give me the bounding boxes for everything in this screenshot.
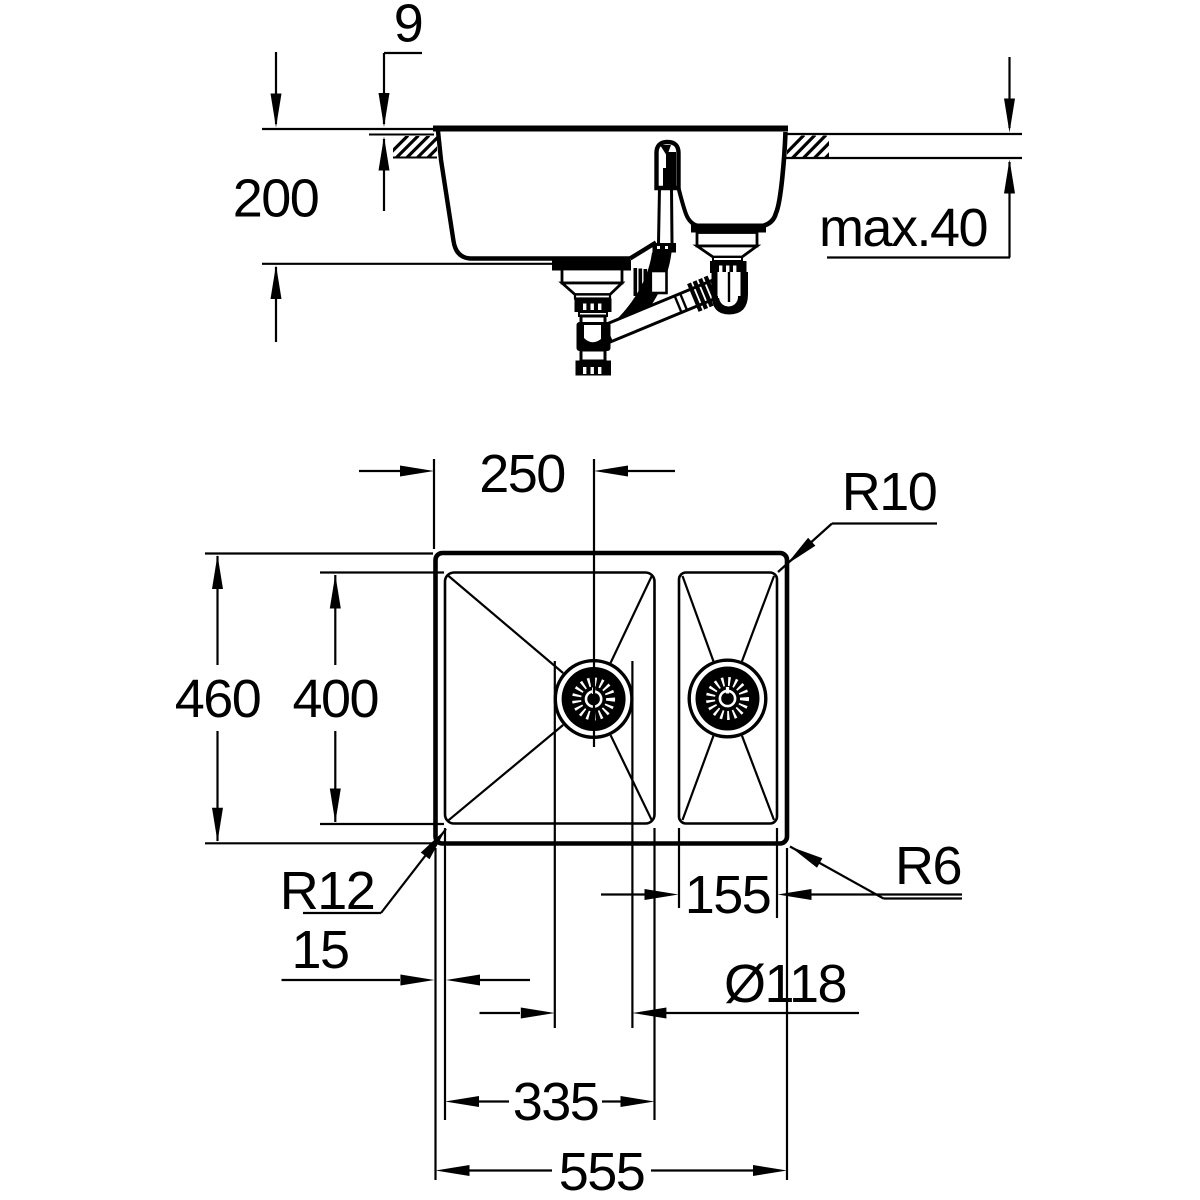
svg-text:460: 460 <box>175 669 261 729</box>
svg-text:R12: R12 <box>280 861 375 921</box>
svg-text:15: 15 <box>291 920 348 980</box>
svg-text:400: 400 <box>292 669 378 729</box>
svg-text:Ø118: Ø118 <box>724 954 846 1014</box>
svg-text:250: 250 <box>479 444 565 504</box>
svg-text:max.40: max.40 <box>819 198 987 258</box>
svg-text:R10: R10 <box>842 462 937 522</box>
svg-text:9: 9 <box>394 0 423 54</box>
svg-text:155: 155 <box>685 865 771 925</box>
svg-text:R6: R6 <box>895 836 961 896</box>
svg-text:555: 555 <box>559 1142 645 1200</box>
svg-text:335: 335 <box>513 1072 599 1132</box>
svg-text:200: 200 <box>233 169 319 229</box>
